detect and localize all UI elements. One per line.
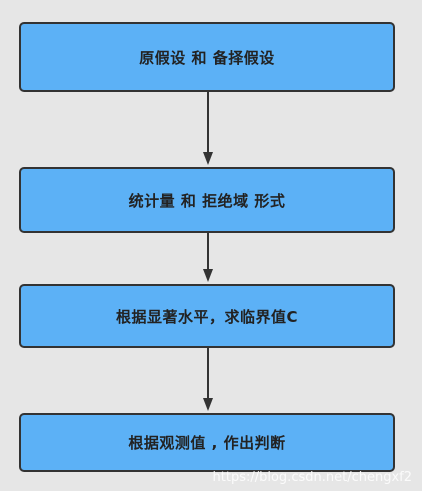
flow-step-label: 统计量 和 拒绝域 形式 — [128, 191, 286, 210]
watermark-text: https://blog.csdn.net/chengxf2 — [212, 470, 412, 485]
flow-step-label: 根据观测值 , 作出判断 — [128, 434, 286, 452]
flow-step-label: 根据显著水平，求临界值C — [115, 307, 298, 326]
flow-step-label: 原假设 和 备择假设 — [139, 48, 275, 67]
flow-step-critical-value: 根据显著水平，求临界值C — [19, 284, 395, 348]
flow-step-statistic-rejection-region: 统计量 和 拒绝域 形式 — [19, 167, 395, 233]
arrow-2-to-3 — [203, 233, 213, 282]
flow-step-decision: 根据观测值 , 作出判断 — [19, 413, 395, 472]
arrow-1-to-2 — [203, 92, 213, 165]
flow-step-hypotheses: 原假设 和 备择假设 — [19, 22, 395, 92]
arrow-3-to-4 — [203, 348, 213, 411]
